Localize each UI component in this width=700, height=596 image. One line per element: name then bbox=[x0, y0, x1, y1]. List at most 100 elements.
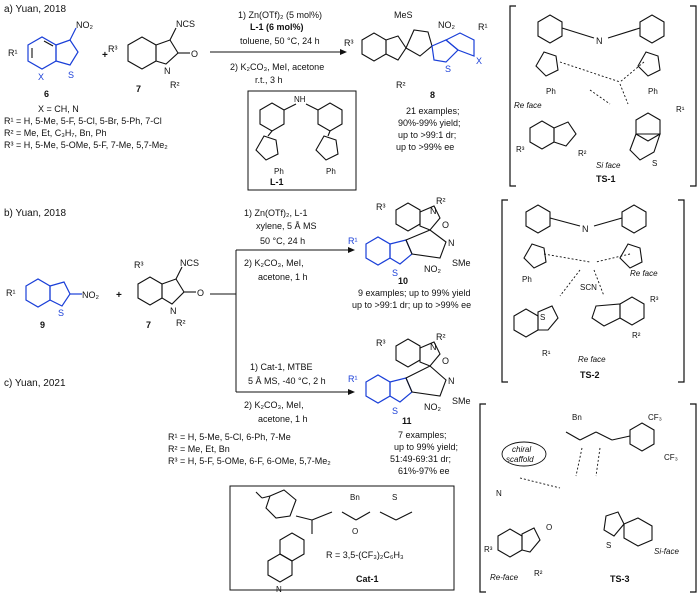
product-8-no2: NO₂ bbox=[438, 20, 456, 30]
cat1-s: S bbox=[392, 493, 397, 502]
compound-6-structure bbox=[27, 27, 79, 70]
cat1-n-quin: N bbox=[276, 585, 282, 594]
ts3-structure bbox=[497, 422, 655, 558]
ts3-o: O bbox=[546, 523, 552, 532]
ligand-l1-structure bbox=[255, 102, 343, 161]
compound-7b-o: O bbox=[197, 288, 204, 298]
ts1-si-face: Si face bbox=[596, 161, 621, 170]
cond-a-2: L-1 (6 mol%) bbox=[250, 22, 304, 32]
cond-c-2: 5 Å MS, -40 °C, 2 h bbox=[248, 376, 326, 386]
ts2-ph: Ph bbox=[522, 275, 532, 284]
plus-a: + bbox=[102, 50, 108, 61]
scheme-c-label: c) Yuan, 2021 bbox=[4, 378, 66, 389]
ts1-ph-right: Ph bbox=[648, 87, 658, 96]
cond-b-2: xylene, 5 Å MS bbox=[256, 221, 317, 231]
compound-6-x: X bbox=[38, 72, 44, 82]
result-c-4: 61%-97% ee bbox=[398, 466, 450, 476]
ligand-ph-left: Ph bbox=[274, 167, 284, 176]
product-11-r1: R¹ bbox=[348, 374, 358, 384]
ts1-re-face: Re face bbox=[514, 101, 542, 110]
product-10-n: N bbox=[430, 206, 437, 216]
ts2-structure bbox=[513, 204, 647, 338]
ts2-re-face-2: Re face bbox=[578, 355, 606, 364]
cond-b-3: 50 °C, 24 h bbox=[260, 236, 305, 246]
def-c-r1: R¹ = H, 5-Me, 5-Cl, 6-Ph, 7-Me bbox=[168, 432, 291, 442]
cond-a-5: r.t., 3 h bbox=[255, 75, 283, 85]
ts2-scn: SCN bbox=[580, 283, 597, 292]
compound-7-r3: R³ bbox=[108, 44, 118, 54]
product-10-sme: SMe bbox=[452, 258, 471, 268]
product-11-o: O bbox=[442, 356, 449, 366]
product-11-r3: R³ bbox=[376, 338, 386, 348]
product-8-structure bbox=[361, 29, 475, 63]
ts2-r3: R³ bbox=[650, 295, 659, 304]
ligand-l1-label: L-1 bbox=[270, 177, 284, 187]
compound-6-r1: R¹ bbox=[8, 48, 18, 58]
cat1-bn: Bn bbox=[350, 493, 360, 502]
product-11-n: N bbox=[430, 342, 437, 352]
ligand-nh: NH bbox=[294, 95, 306, 104]
ligand-l1-box bbox=[247, 90, 357, 191]
ts2-n: N bbox=[582, 224, 589, 234]
product-10-structure bbox=[365, 202, 447, 266]
compound-6-no2: NO₂ bbox=[76, 20, 94, 30]
cond-c-1: 1) Cat-1, MTBE bbox=[250, 362, 313, 372]
ts3-cf3-a: CF₃ bbox=[648, 413, 662, 422]
compound-7-r2: R² bbox=[170, 80, 180, 90]
product-8-label: 8 bbox=[430, 90, 435, 100]
product-11-no2: NO₂ bbox=[424, 402, 442, 412]
ts1-r3: R³ bbox=[516, 145, 525, 154]
cat1-structure bbox=[255, 489, 413, 583]
compound-9-no2: NO₂ bbox=[82, 290, 100, 300]
cond-a-4: 2) K₂CO₃, MeI, acetone bbox=[230, 62, 324, 72]
product-11-sme: SMe bbox=[452, 396, 471, 406]
ts3-scaffold: scaffold bbox=[506, 455, 534, 464]
result-c-1: 7 examples; bbox=[398, 430, 447, 440]
compound-6-s: S bbox=[68, 70, 74, 80]
cond-c-4: acetone, 1 h bbox=[258, 414, 308, 424]
cat1-r-def: R = 3,5-(CF₃)₂C₆H₃ bbox=[326, 550, 404, 560]
product-10-label: 10 bbox=[398, 276, 408, 286]
ts3-chiral: chiral bbox=[512, 445, 531, 454]
ts1-n: N bbox=[596, 36, 603, 46]
def-a-r1: R¹ = H, 5-Me, 5-F, 5-Cl, 5-Br, 5-Ph, 7-C… bbox=[4, 116, 162, 126]
result-c-2: up to 99% yield; bbox=[394, 442, 458, 452]
compound-7b-label: 7 bbox=[146, 320, 151, 330]
compound-7b-r2: R² bbox=[176, 318, 186, 328]
compound-6-label: 6 bbox=[44, 89, 49, 99]
ts3-s: S bbox=[606, 541, 611, 550]
result-a-3: up to >99:1 dr; bbox=[398, 130, 456, 140]
product-11-s: S bbox=[392, 406, 398, 416]
result-a-4: up to >99% ee bbox=[396, 142, 454, 152]
def-c-r3: R³ = H, 5-F, 5-OMe, 6-F, 6-OMe, 5,7-Me₂ bbox=[168, 456, 331, 466]
product-10-r1: R¹ bbox=[348, 236, 358, 246]
ts2-label: TS-2 bbox=[580, 370, 600, 380]
cond-a-3: toluene, 50 °C, 24 h bbox=[240, 36, 320, 46]
def-a-r2: R² = Me, Et, C₃H₇, Bn, Ph bbox=[4, 128, 107, 138]
product-8-r1: R¹ bbox=[478, 22, 488, 32]
product-8-s: S bbox=[445, 64, 451, 74]
compound-9-structure bbox=[25, 278, 82, 308]
ts1-r2: R² bbox=[578, 149, 587, 158]
ts3-r2: R² bbox=[534, 569, 543, 578]
ts3-r: N bbox=[496, 489, 502, 498]
product-8-r3: R³ bbox=[344, 38, 354, 48]
compound-7-structure-a bbox=[127, 27, 190, 70]
compound-9-r1: R¹ bbox=[6, 288, 16, 298]
ts3-re-face: Re-face bbox=[490, 573, 519, 582]
result-b-2: up to >99:1 dr; up to >99% ee bbox=[352, 300, 471, 310]
ts2-bracket-left bbox=[501, 199, 508, 383]
ts1-ph-left: Ph bbox=[546, 87, 556, 96]
cond-b-5: acetone, 1 h bbox=[258, 272, 308, 282]
def-a-r3: R³ = H, 5-Me, 5-OMe, 5-F, 7-Me, 5,7-Me₂ bbox=[4, 140, 168, 150]
product-11-structure bbox=[365, 338, 447, 404]
ts2-re-face-1: Re face bbox=[630, 269, 658, 278]
result-a-2: 90%-99% yield; bbox=[398, 118, 461, 128]
compound-7-n: N bbox=[164, 66, 171, 76]
cond-b-4: 2) K₂CO₃, MeI, bbox=[244, 258, 304, 268]
compound-7-o: O bbox=[191, 49, 198, 59]
ts3-bracket-right bbox=[690, 403, 697, 593]
product-8-r2: R² bbox=[396, 80, 406, 90]
ts3-chiral-scaffold-ellipse bbox=[501, 441, 547, 467]
